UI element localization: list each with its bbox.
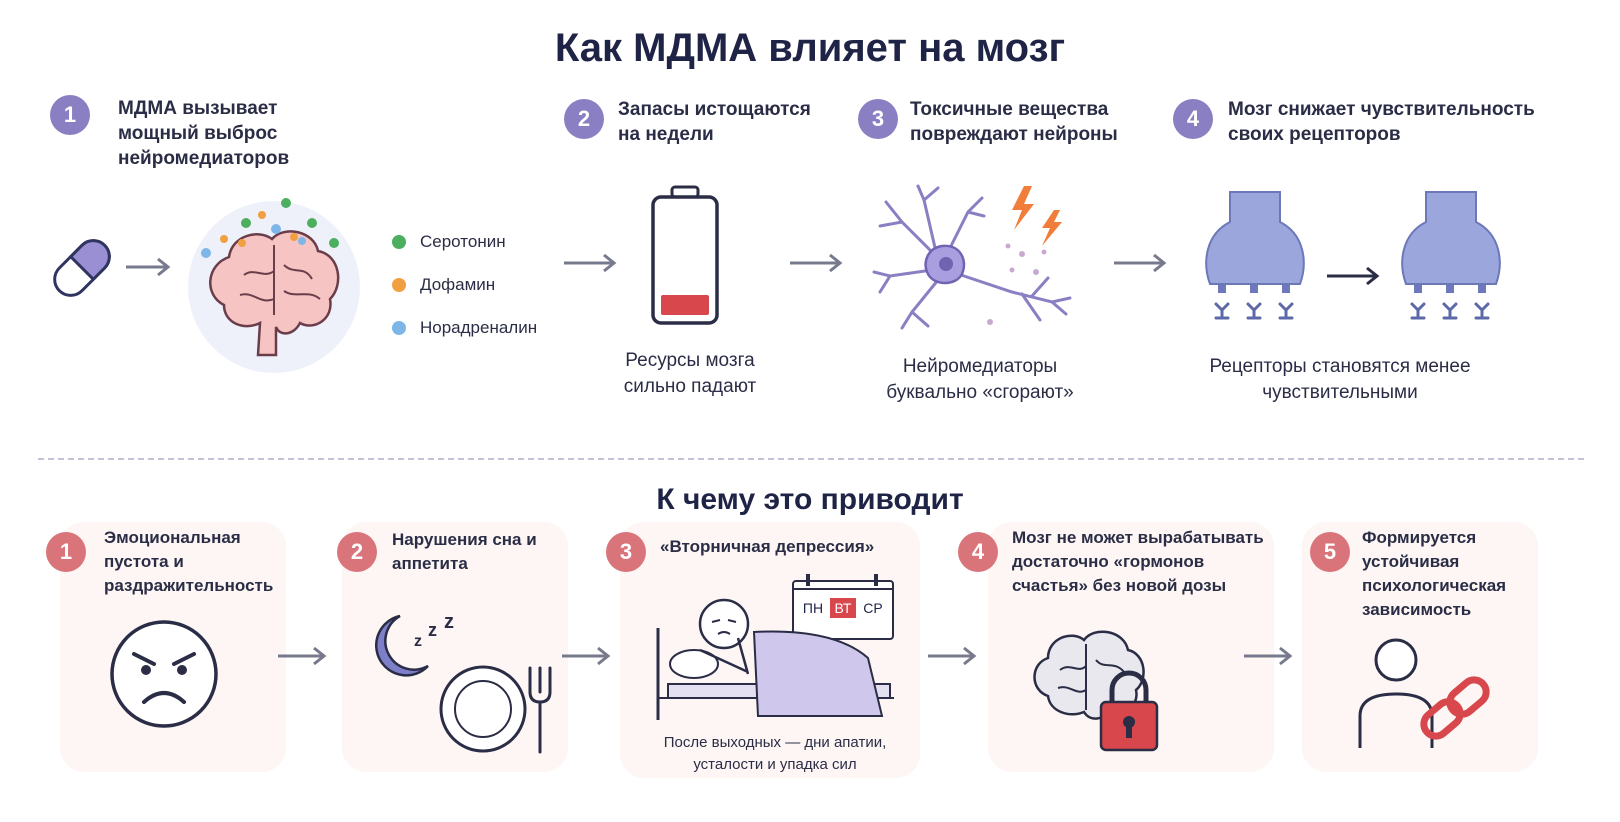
step-3-text: Токсичные вещества повреждают нейроны: [910, 99, 1118, 145]
legend-dot-noradrenaline: [392, 321, 406, 335]
brain-icon: [188, 198, 360, 373]
consequence-3-caption: После выходных — дни апатии, усталости и…: [663, 734, 887, 773]
bed-icon: [656, 598, 894, 720]
step-2-number: 2: [564, 99, 604, 139]
brain-icon: [1033, 630, 1145, 720]
svg-text:z: z: [444, 611, 454, 633]
step-1-text: МДМА вызывает мощный выброс нейромедиато…: [118, 98, 290, 169]
legend-dot-serotonin: [392, 235, 406, 249]
lightning-icon: [1012, 186, 1062, 246]
step-2-text: Запасы истощаются на недели: [618, 99, 811, 145]
chain-icon: [1420, 676, 1490, 740]
svg-text:z: z: [428, 620, 437, 640]
calendar-day-tue: ВТ: [830, 598, 856, 618]
arrow-icon: [1244, 646, 1293, 666]
arrow-icon: [126, 257, 171, 277]
step-3-number: 3: [858, 99, 898, 139]
step-4-text: Мозг снижает чувствительность своих реце…: [1228, 99, 1535, 145]
arrow-icon: [278, 646, 327, 666]
step-3-caption: Нейромедиаторы буквально «сгорают»: [886, 356, 1074, 403]
step-4-number: 4: [1173, 99, 1213, 139]
consequence-5-number: 5: [1310, 532, 1350, 572]
arrow-icon: [564, 253, 617, 273]
consequence-3-number: 3: [606, 532, 646, 572]
arrow-icon: [1327, 266, 1380, 286]
legend-dot-dopamine: [392, 278, 406, 292]
arrow-icon: [928, 646, 977, 666]
calendar-day-wed: СР: [863, 600, 883, 616]
consequence-2-text: Нарушения сна и аппетита: [392, 530, 537, 573]
synapse-icon: [1401, 191, 1501, 320]
arrow-icon: [1114, 253, 1167, 273]
battery-icon: [651, 185, 719, 325]
calendar-icon: ПН ВТ СР: [792, 574, 894, 640]
neuron-icon: [872, 184, 1072, 330]
capsule-icon: [53, 239, 111, 297]
legend-serotonin: Серотонин: [420, 232, 506, 251]
page-title: Как МДМА влияет на мозг: [554, 26, 1066, 70]
step-2-caption: Ресурсы мозга сильно падают: [623, 350, 757, 397]
fork-icon: [528, 666, 552, 754]
section-divider: [38, 458, 1584, 460]
calendar-day-mon: ПН: [802, 600, 824, 616]
consequence-5-text: Формируется устойчивая психологическая з…: [1362, 528, 1507, 619]
consequence-4-number: 4: [958, 532, 998, 572]
arrow-icon: [790, 253, 843, 273]
plate-icon: [439, 665, 527, 753]
person-icon: [1358, 638, 1434, 748]
consequence-4-text: Мозг не может вырабатывать достаточно «г…: [1012, 528, 1264, 595]
svg-text:z: z: [414, 633, 422, 650]
consequence-2-number: 2: [337, 532, 377, 572]
step-1-number: 1: [50, 95, 90, 135]
lock-icon: [1099, 670, 1159, 752]
synapse-icon: [1205, 191, 1305, 320]
consequences-title: К чему это приводит: [656, 483, 964, 516]
legend-noradrenaline: Норадреналин: [420, 318, 538, 337]
consequence-1-number: 1: [46, 532, 86, 572]
moon-icon: z z z: [375, 611, 454, 677]
angry-face-icon: [110, 620, 218, 728]
step-4-caption: Рецепторы становятся менее чувствительны…: [1209, 356, 1471, 403]
consequence-3-text: «Вторничная депрессия»: [660, 537, 875, 556]
legend-dopamine: Дофамин: [420, 275, 496, 294]
arrow-icon: [562, 646, 611, 666]
consequence-1-text: Эмоциональная пустота и раздражительност…: [104, 528, 274, 595]
